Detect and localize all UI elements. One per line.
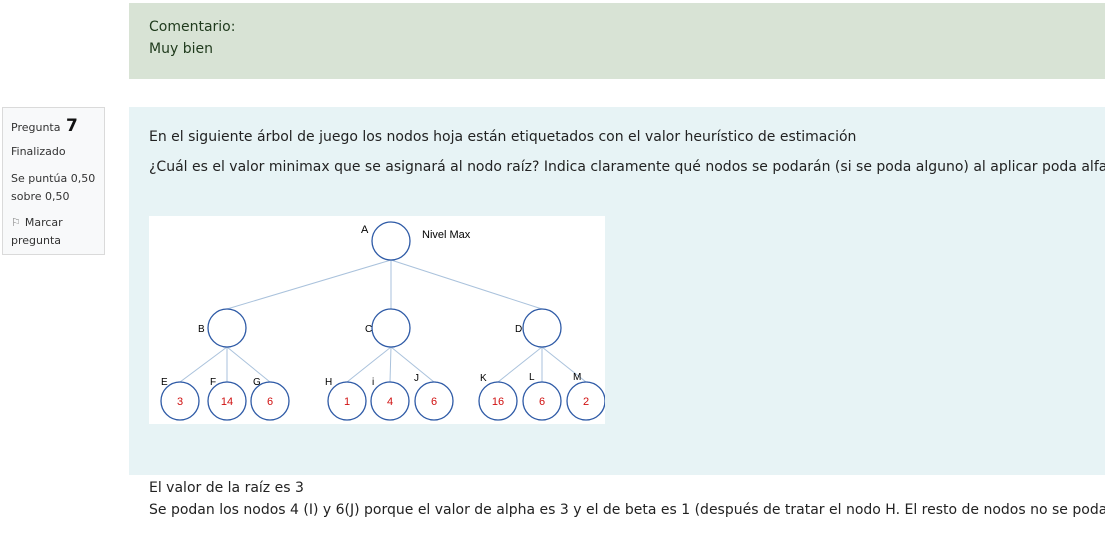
node-label: G	[253, 377, 261, 388]
tree-node-leaf	[370, 381, 410, 421]
tree-node-leaf	[250, 381, 290, 421]
tree-node-leaf	[566, 381, 605, 421]
node-label: K	[480, 373, 487, 384]
node-label: H	[325, 377, 332, 388]
feedback-text: Muy bien	[149, 41, 213, 57]
leaf-value: 1	[344, 396, 350, 408]
leaf-value: 6	[539, 396, 545, 408]
question-line-2: ¿Cuál es el valor minimax que se asignar…	[149, 159, 1105, 175]
leaf-value: 6	[431, 396, 437, 408]
node-label: J	[414, 373, 419, 384]
leaf-value: 16	[492, 396, 504, 408]
leaf-value: 14	[221, 396, 233, 408]
tree-edge	[497, 346, 543, 383]
tree-edge	[389, 346, 392, 383]
flag-icon: ⚐	[11, 216, 21, 229]
tree-node-root	[371, 221, 411, 261]
question-state: Finalizado	[11, 145, 66, 158]
tree-node-leaf	[160, 381, 200, 421]
node-label-root: A	[361, 224, 369, 236]
tree-edge	[346, 346, 392, 383]
node-label: D	[515, 324, 522, 335]
question-number-label: Pregunta	[11, 121, 61, 134]
node-label: C	[365, 324, 372, 335]
flag-question-link[interactable]: ⚐Marcar pregunta	[11, 214, 101, 250]
leaf-value: 4	[387, 396, 393, 408]
tree-node-leaf	[327, 381, 367, 421]
tree-node-leaf	[207, 381, 247, 421]
question-line-1: En el siguiente árbol de juego los nodos…	[149, 129, 857, 145]
tree-node-leaf	[414, 381, 454, 421]
leaf-value: 2	[583, 396, 589, 408]
node-label: i	[372, 377, 374, 388]
tree-node-middle	[207, 308, 247, 348]
tree-edge	[226, 346, 271, 383]
question-number: Pregunta 7	[11, 116, 78, 136]
answer-line-1: El valor de la raíz es 3	[149, 480, 304, 496]
question-info-box: Pregunta 7 Finalizado Se puntúa 0,50 sob…	[2, 107, 105, 255]
tree-node-leaf	[522, 381, 562, 421]
tree-edge	[541, 346, 587, 383]
question-number-value: 7	[65, 116, 78, 136]
leaf-value: 6	[267, 396, 273, 408]
question-grade: Se puntúa 0,50 sobre 0,50	[11, 172, 96, 203]
answer-panel: El valor de la raíz es 3 Se podan los no…	[129, 475, 1105, 543]
tree-edge	[226, 259, 392, 310]
feedback-panel: Comentario: Muy bien	[129, 3, 1105, 79]
node-label: L	[529, 372, 535, 383]
node-label: M	[573, 372, 581, 383]
leaf-value: 3	[177, 396, 183, 408]
node-label: F	[210, 377, 216, 388]
tree-node-middle	[371, 308, 411, 348]
tree-node-middle	[522, 308, 562, 348]
node-label: B	[198, 324, 205, 335]
tree-node-leaf	[478, 381, 518, 421]
feedback-label: Comentario:	[149, 19, 236, 35]
tree-edge	[390, 259, 543, 310]
tree-edge	[179, 346, 228, 383]
node-label: E	[161, 377, 168, 388]
question-text-panel: En el siguiente árbol de juego los nodos…	[129, 107, 1105, 475]
flag-question-label: Marcar pregunta	[11, 216, 63, 247]
answer-line-2: Se podan los nodos 4 (I) y 6(J) porque e…	[149, 502, 1105, 518]
tree-edge	[390, 346, 435, 383]
level-label: Nivel Max	[422, 229, 471, 241]
